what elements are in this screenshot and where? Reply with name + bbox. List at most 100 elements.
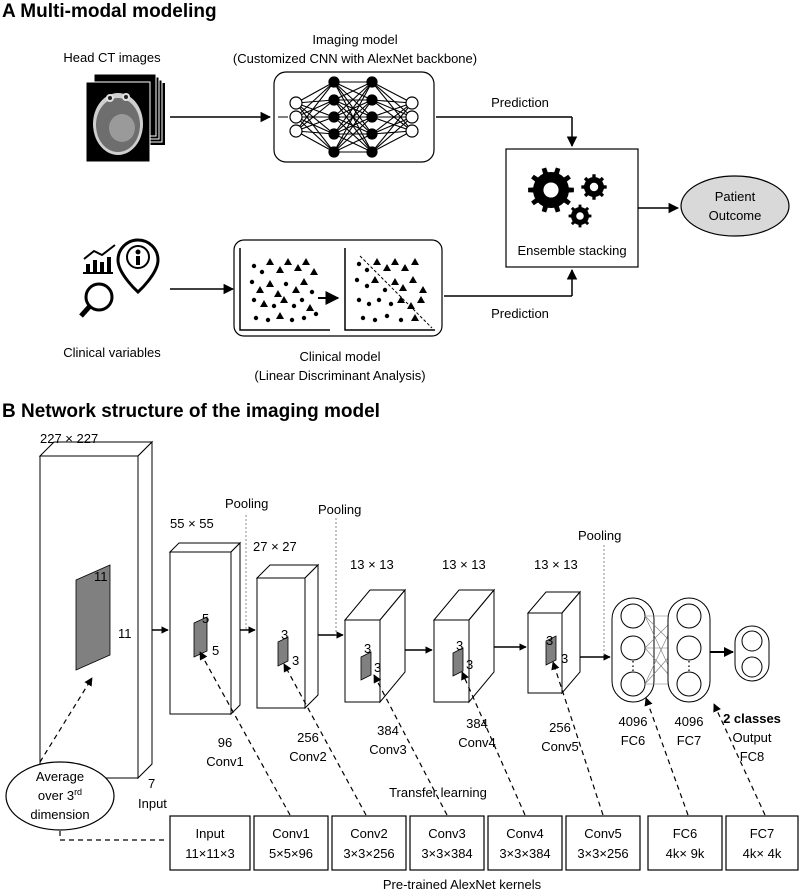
kernel-name: Conv3 xyxy=(428,826,466,841)
conv2-depth: 256 xyxy=(297,730,319,745)
fc7-name: FC7 xyxy=(677,733,702,748)
conv2-volume xyxy=(255,563,320,710)
avg-sup: rd xyxy=(74,787,82,797)
conv5-volume xyxy=(526,590,582,695)
input-volume xyxy=(38,440,154,780)
conv1-size: 55 × 55 xyxy=(170,516,214,531)
conv2-kernel-a: 3 xyxy=(281,627,288,642)
avg-line2-group: over 3rd xyxy=(38,787,82,803)
fc8-name: FC8 xyxy=(740,749,765,764)
input-kernel-a: 11 xyxy=(94,569,108,584)
svg-text:⋮: ⋮ xyxy=(627,659,640,673)
kernel-dims: 3×3×256 xyxy=(577,846,628,861)
input-name: Input xyxy=(138,796,167,811)
conv5-size: 13 × 13 xyxy=(534,557,578,572)
conv5-kernel-b: 3 xyxy=(561,651,568,666)
fc8-layer xyxy=(734,625,770,682)
kernel-name: Conv4 xyxy=(506,826,544,841)
prediction-top-label: Prediction xyxy=(491,95,549,110)
kernel-dims: 3×3×384 xyxy=(421,846,472,861)
avg-line3: dimension xyxy=(30,807,89,822)
kernel-box-conv5: Conv5 3×3×256 xyxy=(565,815,641,871)
pooling1-label: Pooling xyxy=(225,496,268,511)
kernel-box-conv3: Conv3 3×3×384 xyxy=(409,815,485,871)
conv1-volume xyxy=(168,541,242,716)
outcome-line1: Patient xyxy=(715,189,756,204)
kernel-name: Input xyxy=(196,826,225,841)
average-to-input-arrow xyxy=(39,677,93,763)
patient-outcome-ellipse xyxy=(680,175,790,237)
kernel-box-fc6: FC6 4k× 9k xyxy=(647,815,723,871)
conv1-kernel-b: 5 xyxy=(212,643,219,658)
kernel-dims: 4k× 9k xyxy=(666,846,705,861)
conv3-name: Conv3 xyxy=(369,742,407,757)
avg-line2: over 3 xyxy=(38,788,74,803)
panel-a-title: A Multi-modal modeling xyxy=(2,1,217,22)
conv1-kernel-a: 5 xyxy=(202,611,209,626)
clinical-model-subtitle: (Linear Discriminant Analysis) xyxy=(254,368,425,383)
kernel-dims: 11×11×3 xyxy=(185,846,234,861)
panel-b-title: B Network structure of the imaging model xyxy=(2,401,380,422)
lda-scatter-left xyxy=(239,248,330,331)
avg-line1: Average xyxy=(36,769,84,784)
conv3-size: 13 × 13 xyxy=(350,557,394,572)
conv4-depth: 384 xyxy=(466,716,488,731)
neural-network-icon xyxy=(278,76,419,158)
ct-label: Head CT images xyxy=(63,50,161,65)
conv3-depth: 384 xyxy=(377,723,399,738)
conv5-name: Conv5 xyxy=(541,739,579,754)
conv4-name: Conv4 xyxy=(458,735,496,750)
kernel-name: FC7 xyxy=(750,826,775,841)
transfer-learning-label: Transfer learning xyxy=(389,785,487,800)
conv5-kernel-a: 3 xyxy=(546,633,553,648)
svg-text:⋮: ⋮ xyxy=(683,659,696,673)
kernel-box-fc7: FC7 4k× 4k xyxy=(725,815,799,871)
conv3-volume xyxy=(343,588,407,704)
kernel-row: Input 11×11×3 Conv1 5×5×96 Conv2 3×3×256… xyxy=(169,815,799,871)
kernel-box-conv1: Conv1 5×5×96 xyxy=(253,815,329,871)
kernel-box-conv4: Conv4 3×3×384 xyxy=(487,815,563,871)
fc6-name: FC6 xyxy=(621,733,646,748)
prediction-bottom-label: Prediction xyxy=(491,306,549,321)
conv4-kernel-a: 3 xyxy=(456,638,463,653)
kernel-name: FC6 xyxy=(673,826,698,841)
clinical-model-title: Clinical model xyxy=(300,349,381,364)
input-kernel-patch xyxy=(75,564,111,671)
kernel-dims: 5×5×96 xyxy=(269,846,313,861)
conv5-depth: 256 xyxy=(549,720,571,735)
imaging-model-title: Imaging model xyxy=(312,32,397,47)
kernels-caption: Pre-trained AlexNet kernels xyxy=(383,877,542,892)
fc6-layer: ⋮ xyxy=(611,597,655,703)
ensemble-label: Ensemble stacking xyxy=(517,243,626,258)
clinical-variables-icon xyxy=(79,238,160,318)
fc8-output: Output xyxy=(732,730,771,745)
input-depth: 7 xyxy=(148,776,155,791)
outcome-line2: Outcome xyxy=(709,208,762,223)
fc8-classes: 2 classes xyxy=(723,711,781,726)
fc7-layer: ⋮ xyxy=(667,597,711,703)
kernel-dims: 3×3×256 xyxy=(343,846,394,861)
imaging-model-subtitle: (Customized CNN with AlexNet backbone) xyxy=(233,51,477,66)
conv2-kernel-b: 3 xyxy=(292,653,299,668)
input-size: 227 × 227 xyxy=(40,431,98,446)
kernel-name: Conv5 xyxy=(584,826,622,841)
kernel-dims: 3×3×384 xyxy=(499,846,550,861)
average-ellipse xyxy=(5,761,115,831)
input-kernel-b: 11 xyxy=(118,626,132,641)
conv4-volume xyxy=(432,588,496,704)
average-to-kernel-line xyxy=(59,831,168,841)
pooling3-label: Pooling xyxy=(578,528,621,543)
conv4-kernel-b: 3 xyxy=(466,657,473,672)
kernel-name: Conv2 xyxy=(350,826,388,841)
conv2-size: 27 × 27 xyxy=(253,539,297,554)
fc7-units: 4096 xyxy=(675,714,704,729)
conv2-name: Conv2 xyxy=(289,749,327,764)
transfer-arrows xyxy=(199,651,766,816)
conv4-size: 13 × 13 xyxy=(442,557,486,572)
conv3-kernel-b: 3 xyxy=(374,660,381,675)
conv1-depth: 96 xyxy=(218,735,232,750)
kernel-dims: 4k× 4k xyxy=(743,846,782,861)
clinical-model-box xyxy=(233,239,443,337)
conv1-name: Conv1 xyxy=(206,754,244,769)
